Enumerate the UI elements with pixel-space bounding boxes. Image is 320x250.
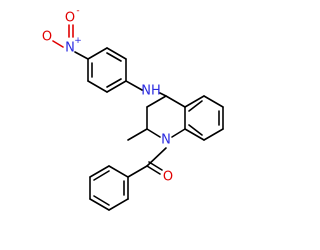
bond <box>171 128 186 138</box>
ring-nitrogen: N <box>161 133 171 148</box>
atom-labels: O - N + O NH N O <box>42 6 173 185</box>
nitro-nitrogen: N + <box>65 36 82 56</box>
carbonyl-group <box>127 147 167 178</box>
benzo-ring <box>184 95 224 141</box>
bond <box>108 165 129 178</box>
carbonyl-oxygen: O <box>163 170 173 185</box>
bond <box>188 124 203 136</box>
bond <box>125 80 143 91</box>
bond <box>203 95 224 108</box>
atom-label: N <box>161 133 171 148</box>
bond <box>108 198 129 211</box>
bond <box>52 40 64 48</box>
bond <box>106 52 122 62</box>
bond <box>87 80 108 93</box>
nitro-oxygen-top: O - <box>65 6 80 26</box>
bond <box>184 95 205 108</box>
bond <box>146 165 161 175</box>
bond <box>146 95 167 108</box>
atom-label: O <box>42 30 52 45</box>
bond <box>159 92 167 97</box>
bond <box>106 47 127 60</box>
bond <box>165 95 186 108</box>
bond <box>148 161 163 171</box>
charge-label: - <box>76 6 79 16</box>
amine-link <box>125 80 167 97</box>
atom-label: O <box>163 170 173 185</box>
bond <box>146 128 161 138</box>
benzoyl-ring <box>89 165 129 211</box>
bond <box>87 47 108 60</box>
bond <box>127 128 148 141</box>
bond <box>74 51 89 60</box>
nitrophenyl-ring <box>87 47 127 93</box>
chemical-structure: O - N + O NH N O <box>42 6 224 211</box>
saturated-ring <box>127 95 186 141</box>
charge-label: + <box>74 36 82 46</box>
bond <box>203 128 224 141</box>
nitro-oxygen-bottom: O <box>42 30 52 45</box>
atom-label: N <box>65 41 75 56</box>
bond <box>188 100 203 112</box>
nitro-group <box>52 24 89 60</box>
bond <box>127 165 148 178</box>
bond <box>93 195 110 206</box>
bond <box>89 165 110 178</box>
bond <box>93 170 110 181</box>
atom-label: O <box>65 11 75 26</box>
amine-nh: NH <box>141 84 161 99</box>
bond <box>184 128 205 141</box>
atom-label: NH <box>141 84 161 99</box>
bond <box>106 78 122 88</box>
bond <box>89 198 110 211</box>
bond <box>106 80 127 93</box>
